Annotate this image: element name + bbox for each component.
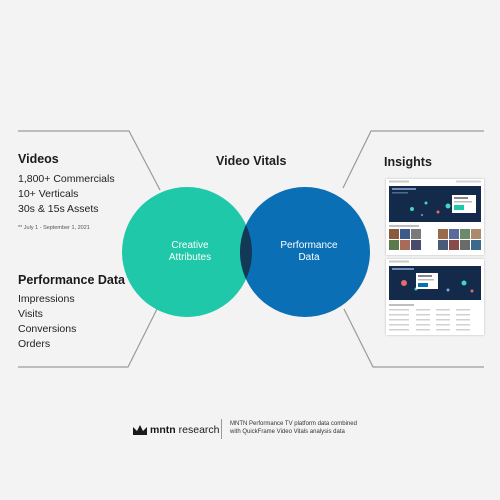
performance-data-item: Impressions (18, 293, 75, 305)
footer-caption-line2: with QuickFrame Video Vitals analysis da… (230, 429, 345, 435)
insights-dashboard-thumbnail-top (386, 179, 484, 255)
performance-connector-line (18, 308, 158, 368)
footer-caption: MNTN Performance TV platform data combin… (230, 420, 400, 436)
videos-section: Videos 1,800+ Commercials 10+ Verticals … (18, 152, 115, 231)
footer-caption-line1: MNTN Performance TV platform data combin… (230, 421, 357, 427)
brand-suffix: research (178, 424, 220, 436)
performance-label-line1: Performance (280, 240, 338, 251)
dashboard-preview-image (386, 259, 484, 331)
insights-bottom-connector-line (343, 308, 484, 368)
video-vitals-title: Video Vitals (216, 154, 287, 168)
brand-name: mntn (150, 424, 176, 436)
performance-label-line2: Data (298, 252, 320, 263)
insights-title: Insights (384, 155, 432, 169)
performance-data-item: Visits (18, 308, 43, 320)
footer-divider (221, 419, 222, 439)
performance-data-circle (240, 187, 370, 317)
performance-data-title: Performance Data (18, 273, 125, 287)
creative-attributes-circle (122, 187, 252, 317)
videos-item: 1,800+ Commercials (18, 173, 115, 185)
performance-data-item: Conversions (18, 323, 77, 335)
videos-title: Videos (18, 152, 59, 166)
videos-connector-line (18, 130, 161, 191)
performance-data-item: Orders (18, 338, 51, 350)
creative-attributes-label: Creative Attributes (145, 240, 235, 264)
dashboard-preview-image (386, 179, 484, 250)
insights-dashboard-thumbnail-bottom (386, 259, 484, 335)
creative-label-line2: Attributes (168, 252, 212, 263)
mntn-mountain-icon (133, 425, 147, 435)
insights-top-connector-line (342, 130, 484, 189)
videos-item: 30s & 15s Assets (18, 203, 99, 215)
mntn-research-logo: mntn research (133, 424, 220, 436)
videos-footnote: ** July 1 - September 1, 2021 (18, 225, 90, 231)
videos-item: 10+ Verticals (18, 188, 79, 200)
performance-data-section: Performance Data Impressions Visits Conv… (18, 273, 125, 352)
creative-label-line1: Creative (171, 240, 209, 251)
performance-data-label: Performance Data (264, 240, 354, 264)
